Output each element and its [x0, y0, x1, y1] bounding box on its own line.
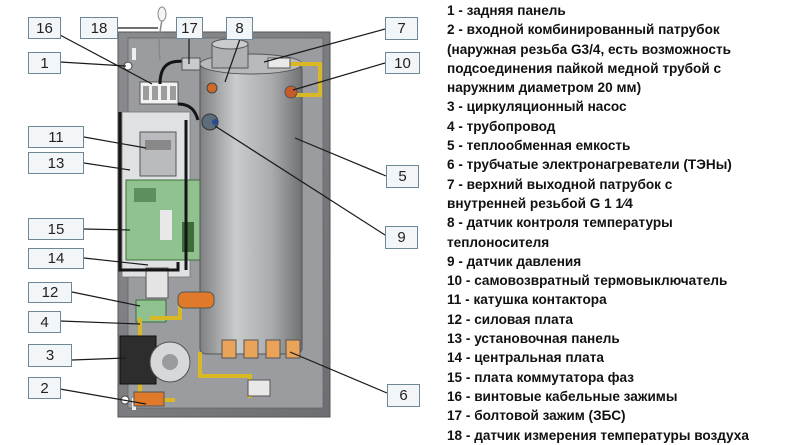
legend-line: наружним диаметром 20 мм)	[447, 80, 642, 96]
legend-line: 11 - катушка контактора	[447, 292, 607, 308]
callout-13: 13	[28, 152, 84, 174]
legend-line: 8 - датчик контроля температуры	[447, 215, 673, 231]
legend-line: 3 - циркуляционный насос	[447, 99, 627, 115]
legend-line: 14 - центральная плата	[447, 350, 604, 366]
callout-12: 12	[28, 282, 72, 303]
pressure-sensor	[201, 113, 219, 131]
callout-3: 3	[28, 344, 72, 367]
callout-7: 7	[385, 17, 418, 40]
callout-15: 15	[28, 218, 84, 240]
legend-line: 10 - самовозвратный термовыключатель	[447, 273, 728, 289]
screw-terminals	[139, 81, 179, 105]
legend-line: подсоединения пайкой медной трубой с	[447, 60, 722, 76]
leader-lines	[59, 27, 388, 405]
callout-18: 18	[80, 17, 118, 39]
contactor-coil	[139, 131, 177, 177]
bolt-clamp	[181, 57, 201, 71]
callout-11: 11	[28, 126, 84, 148]
legend-line: 6 - трубчатые электронагреватели (ТЭНы)	[447, 157, 732, 173]
circulation-pump	[119, 335, 191, 385]
temperature-sensor	[206, 82, 218, 94]
legend-line: 15 - плата коммутатора фаз	[447, 369, 635, 385]
legend-line: (наружная резьба G3/4, есть возможность	[447, 41, 732, 57]
callout-5: 5	[386, 165, 419, 188]
callout-6: 6	[387, 384, 420, 407]
inlet-fitting	[133, 391, 165, 407]
tubular-heaters	[221, 339, 301, 397]
legend-line: 9 - датчик давления	[447, 253, 582, 269]
callout-17: 17	[176, 17, 203, 39]
heat-exchanger-tank	[199, 38, 303, 355]
air-temperature-sensor	[157, 6, 167, 61]
central-board	[125, 179, 203, 261]
phase-switch-board	[145, 267, 169, 299]
legend-line: 7 - верхний выходной патрубок с	[447, 176, 673, 192]
callout-4: 4	[28, 311, 61, 333]
callout-8: 8	[226, 17, 253, 40]
callout-10: 10	[385, 52, 420, 74]
callout-14: 14	[28, 248, 84, 269]
callout-1: 1	[28, 52, 61, 74]
legend-line: внутренней резьбой G 1 1⁄4	[447, 195, 633, 211]
legend-line: 18 - датчик измерения температуры воздух…	[447, 427, 749, 443]
callout-16: 16	[28, 17, 61, 39]
legend-line: 1 - задняя панель	[447, 3, 566, 18]
legend-line: 16 - винтовые кабельные зажимы	[447, 388, 678, 404]
legend-line: 17 - болтовой зажим (ЗБС)	[447, 408, 626, 424]
legend-line: 5 - теплообменная емкость	[447, 138, 631, 154]
callout-9: 9	[385, 226, 418, 249]
callout-2: 2	[28, 377, 61, 399]
thermal-cutout	[284, 85, 298, 99]
legend-line: теплоносителя	[447, 234, 550, 250]
legend: 1 - задняя панель 2 - входной комбиниров…	[447, 1, 799, 445]
legend-line: 12 - силовая плата	[447, 311, 573, 327]
legend-line: 4 - трубопровод	[447, 118, 556, 134]
legend-line: 13 - установочная панель	[447, 331, 620, 347]
legend-line: 2 - входной комбинированный патрубок	[447, 22, 720, 38]
